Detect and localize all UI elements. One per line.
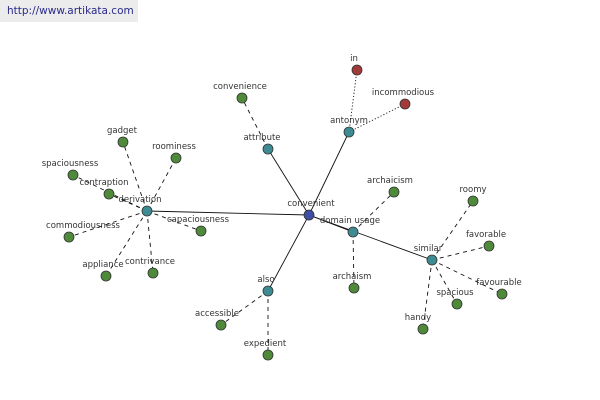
word-capaciousness-label: capaciousness bbox=[167, 215, 230, 225]
relation-also-label: also bbox=[257, 275, 274, 285]
site-url-link[interactable]: http://www.artikata.com bbox=[7, 5, 134, 17]
word-contrivance-node[interactable] bbox=[147, 267, 159, 279]
center-convenient-label: convenient bbox=[287, 199, 335, 209]
word-incommodious-node[interactable] bbox=[399, 98, 411, 110]
word-roominess-node[interactable] bbox=[170, 152, 182, 164]
word-appliance-label: appliance bbox=[82, 260, 123, 270]
edge-derivation-capaciousness bbox=[146, 210, 202, 232]
edge-derivation-contrivance bbox=[146, 210, 154, 274]
relation-domain-usage-label: domain usage bbox=[320, 216, 380, 226]
edge-derivation-roominess bbox=[146, 157, 177, 212]
word-favorable-node[interactable] bbox=[483, 240, 495, 252]
word-accessible-label: accessible bbox=[195, 309, 239, 319]
edge-similar-favorable bbox=[431, 245, 490, 261]
relation-similar-label: similar bbox=[414, 244, 443, 254]
word-archaism-node[interactable] bbox=[348, 282, 360, 294]
word-spacious-node[interactable] bbox=[451, 298, 463, 310]
relation-attribute-node[interactable] bbox=[262, 143, 274, 155]
edge-also-accessible bbox=[220, 290, 269, 326]
edge-attribute-convenience bbox=[241, 97, 269, 150]
word-archaicism-node[interactable] bbox=[388, 186, 400, 198]
word-spaciousness-label: spaciousness bbox=[42, 159, 99, 169]
relation-also-node[interactable] bbox=[262, 285, 274, 297]
edge-center-antonym bbox=[308, 131, 350, 216]
word-roomy-label: roomy bbox=[459, 185, 486, 195]
relation-attribute-label: attribute bbox=[243, 133, 280, 143]
edge-domain-usage-archaism bbox=[352, 231, 355, 289]
word-contraption-label: contraption bbox=[80, 178, 129, 188]
word-roomy-node[interactable] bbox=[467, 195, 479, 207]
word-commodiousness-label: commodiousness bbox=[46, 221, 120, 231]
edge-derivation-commodiousness bbox=[68, 210, 148, 238]
relation-derivation-node[interactable] bbox=[141, 205, 153, 217]
edge-similar-favourable bbox=[431, 259, 503, 295]
graph-nodes bbox=[63, 64, 508, 361]
word-appliance-node[interactable] bbox=[100, 270, 112, 282]
word-in-node[interactable] bbox=[351, 64, 363, 76]
word-incommodious-label: incommodious bbox=[372, 88, 435, 98]
word-gadget-label: gadget bbox=[107, 126, 138, 136]
graph-labels: in incommodious convenience gadget roominess… bbox=[42, 54, 522, 349]
edge-antonym-incommodious bbox=[348, 103, 406, 133]
word-capaciousness-node[interactable] bbox=[195, 225, 207, 237]
word-favorable-label: favorable bbox=[466, 230, 506, 240]
url-banner: http://www.artikata.com bbox=[0, 0, 138, 22]
relation-similar-node[interactable] bbox=[426, 254, 438, 266]
edge-domain-usage-archaicism bbox=[352, 191, 395, 233]
relation-derivation-label: derivation bbox=[118, 195, 161, 205]
word-spaciousness-node[interactable] bbox=[67, 169, 79, 181]
word-handy-label: handy bbox=[405, 313, 431, 323]
word-contrivance-label: contrivance bbox=[125, 257, 175, 267]
graph-edges bbox=[68, 69, 503, 355]
relation-domain-usage-node[interactable] bbox=[347, 226, 359, 238]
edge-derivation-contraption bbox=[108, 193, 148, 212]
word-spacious-label: spacious bbox=[436, 288, 474, 298]
edge-center-derivation bbox=[146, 210, 310, 216]
word-accessible-node[interactable] bbox=[215, 319, 227, 331]
center-convenient-node[interactable] bbox=[303, 209, 315, 221]
word-favourable-node[interactable] bbox=[496, 288, 508, 300]
edge-center-attribute bbox=[267, 148, 310, 216]
word-archaicism-label: archaicism bbox=[367, 176, 413, 186]
word-favourable-label: favourable bbox=[476, 278, 522, 288]
word-contraption-node[interactable] bbox=[103, 188, 115, 200]
word-commodiousness-node[interactable] bbox=[63, 231, 75, 243]
relation-antonym-node[interactable] bbox=[343, 126, 355, 138]
edge-similar-spacious bbox=[431, 259, 458, 305]
edge-center-similar bbox=[308, 214, 433, 261]
edge-similar-handy bbox=[422, 259, 433, 330]
word-gadget-node[interactable] bbox=[117, 136, 129, 148]
edge-antonym-in bbox=[348, 69, 358, 133]
edge-similar-roomy bbox=[431, 200, 474, 261]
word-roominess-label: roominess bbox=[152, 142, 196, 152]
relation-antonym-label: antonym bbox=[330, 116, 368, 126]
edge-derivation-appliance bbox=[105, 210, 148, 277]
edge-center-also bbox=[267, 214, 310, 292]
word-handy-node[interactable] bbox=[417, 323, 429, 335]
word-archaism-label: archaism bbox=[333, 272, 372, 282]
word-expedient-label: expedient bbox=[244, 339, 287, 349]
word-convenience-label: convenience bbox=[213, 82, 267, 92]
word-in-label: in bbox=[350, 54, 358, 64]
word-convenience-node[interactable] bbox=[236, 92, 248, 104]
word-expedient-node[interactable] bbox=[262, 349, 274, 361]
